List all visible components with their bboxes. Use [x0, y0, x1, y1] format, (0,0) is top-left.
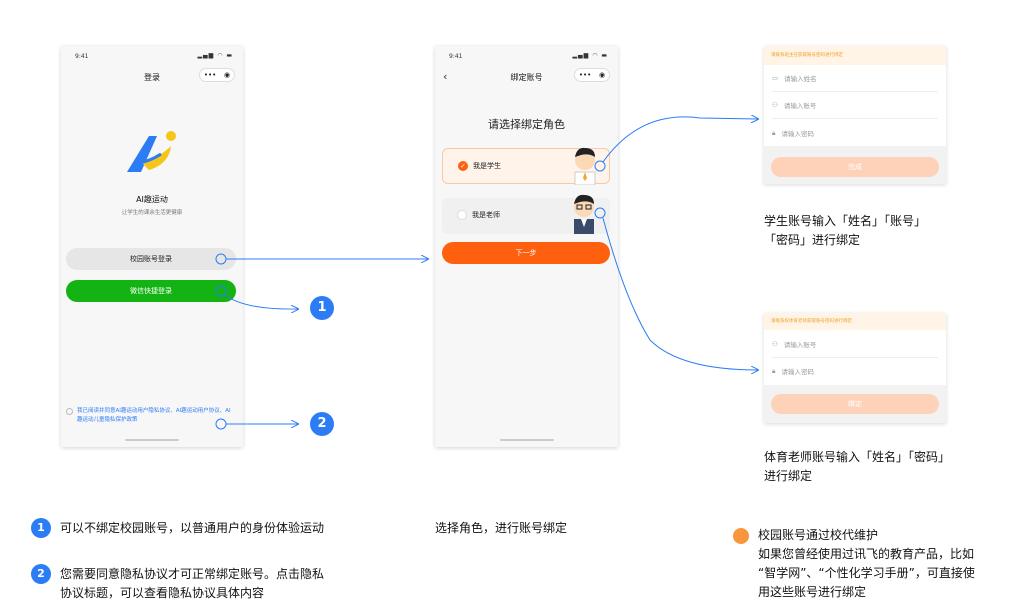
agreement-checkbox[interactable] — [66, 408, 73, 415]
login-phone-screen: 9:41 ▂▄▆ ◠ ▬ 登录 ••• ◉ AI趣运动 让学生的课余生活更健康 … — [61, 46, 243, 447]
home-indicator — [499, 439, 554, 441]
password-field[interactable]: 🔒︎ 请输入密码 — [772, 128, 814, 139]
account-placeholder: 请输入账号 — [783, 102, 817, 110]
role-card-student[interactable]: ✓ 我是学生 — [442, 147, 610, 185]
more-icon[interactable]: ••• — [203, 71, 217, 79]
account-field[interactable]: ⚇ 请输入账号 — [772, 339, 816, 349]
student-form-note-line2: 「密码」进行绑定 — [764, 233, 861, 247]
teacher-form-note-line2: 进行绑定 — [764, 469, 813, 483]
divider — [772, 91, 938, 92]
wechat-login-button[interactable]: 微信快捷登录 — [66, 280, 236, 302]
user-icon: ⚇ — [772, 340, 778, 348]
legend-badge-2: 2 — [31, 564, 51, 584]
student-bind-form: 请联系班主任获取账号密码进行绑定 ▭ 请输入姓名 ⚇ 请输入账号 🔒︎ 请输入密码 完… — [764, 46, 946, 184]
name-placeholder: 请输入姓名 — [784, 75, 817, 83]
password-placeholder: 请输入密码 — [781, 368, 814, 376]
student-avatar-icon — [574, 147, 596, 185]
legend-text-1: 可以不绑定校园账号，以普通用户的身份体验运动 — [60, 521, 325, 535]
step-badge-2: 2 — [310, 412, 334, 436]
connector-student-to-form — [602, 117, 758, 163]
app-name: AI趣运动 — [136, 195, 168, 204]
more-icon[interactable]: ••• — [578, 71, 592, 79]
status-icons: ▂▄▆ ◠ ▬ — [197, 52, 233, 59]
divider — [772, 357, 938, 358]
mini-program-capsule[interactable]: ••• ◉ — [199, 68, 235, 82]
close-icon[interactable]: ◉ — [599, 71, 606, 79]
teacher-form-banner: 请联系校体育老师获取账号密码进行绑定 — [764, 313, 946, 330]
bind-button[interactable]: 绑定 — [771, 394, 939, 414]
user-icon: ⚇ — [772, 101, 778, 109]
finish-button[interactable]: 完成 — [771, 157, 939, 177]
status-icons: ▂▄▆ ◠ ▬ — [572, 52, 608, 59]
privacy-agreement-text[interactable]: 我已阅读并同意AI趣运动用户隐私协议、AI趣运动用户协议、AI趣运动儿童隐私保护… — [77, 408, 231, 423]
id-card-icon: ▭ — [772, 74, 779, 82]
banner-text: 请联系校体育老师获取账号密码进行绑定 — [771, 319, 852, 324]
connector-dot — [594, 207, 606, 219]
status-time: 9:41 — [75, 53, 89, 60]
teacher-form-note-line1: 体育老师账号输入「姓名」「密码」 — [764, 450, 951, 464]
campus-login-button[interactable]: 校园账号登录 — [66, 248, 236, 270]
role-card-teacher[interactable]: 我是老师 — [442, 194, 610, 234]
student-form-note-line1: 学生账号输入「姓名」「账号」 — [764, 214, 927, 228]
account-field[interactable]: ⚇ 请输入账号 — [772, 100, 816, 110]
connector-dot — [594, 160, 606, 172]
connector-dot — [215, 285, 227, 297]
home-indicator — [125, 439, 179, 441]
password-placeholder: 请输入密码 — [781, 130, 814, 138]
name-field[interactable]: ▭ 请输入姓名 — [772, 73, 817, 83]
connector-dot — [215, 418, 227, 430]
app-slogan: 让学生的课余生活更健康 — [121, 210, 183, 216]
role-heading: 请选择绑定角色 — [488, 118, 565, 131]
password-field[interactable]: 🔒︎ 请输入密码 — [772, 366, 814, 377]
legend-text-2b: 协议标题，可以查看隐私协议具体内容 — [60, 586, 265, 600]
unselected-radio-icon — [457, 210, 467, 220]
right-note-body1: 如果您曾经使用过讯飞的教育产品，比如 — [758, 547, 975, 561]
student-form-banner: 请联系班主任获取账号密码进行绑定 — [764, 46, 946, 65]
teacher-avatar-icon — [574, 194, 594, 234]
orange-dot-marker — [733, 528, 749, 544]
middle-caption: 选择角色，进行账号绑定 — [435, 521, 568, 535]
right-note-body3: 用这些账号进行绑定 — [758, 585, 867, 599]
role-student-label: 我是学生 — [473, 162, 501, 170]
bind-account-phone-screen: 9:41 ▂▄▆ ◠ ▬ ‹ 绑定账号 ••• ◉ 请选择绑定角色 ✓ 我是学生… — [435, 46, 618, 447]
connector-dot — [215, 253, 227, 265]
role-teacher-label: 我是老师 — [472, 211, 500, 219]
legend-badge-1: 1 — [31, 518, 51, 538]
divider — [772, 118, 938, 119]
selected-check-icon: ✓ — [458, 161, 468, 171]
teacher-bind-form: 请联系校体育老师获取账号密码进行绑定 ⚇ 请输入账号 🔒︎ 请输入密码 绑定 — [764, 313, 946, 423]
right-note-body2: “智学网”、“个性化学习手册”，可直接使 — [758, 566, 975, 580]
back-arrow-icon[interactable]: ‹ — [443, 70, 448, 83]
connector-teacher-to-form — [602, 217, 758, 370]
legend-text-2a: 您需要同意隐私协议才可正常绑定账号。点击隐私 — [60, 567, 325, 581]
page-title: 绑定账号 — [510, 73, 543, 82]
page-title: 登录 — [144, 73, 160, 82]
lock-icon: 🔒︎ — [772, 366, 776, 375]
banner-text: 请联系班主任获取账号密码进行绑定 — [771, 53, 843, 58]
next-step-button[interactable]: 下一步 — [442, 242, 610, 264]
close-icon[interactable]: ◉ — [224, 71, 231, 79]
status-time: 9:41 — [449, 53, 463, 60]
connector-wechat-to-note1 — [224, 294, 298, 309]
app-logo — [127, 131, 176, 172]
mini-program-capsule[interactable]: ••• ◉ — [574, 68, 610, 82]
right-note-title: 校园账号通过校代维护 — [758, 528, 879, 542]
account-placeholder: 请输入账号 — [783, 341, 817, 349]
lock-icon: 🔒︎ — [772, 128, 776, 137]
step-badge-1: 1 — [310, 296, 334, 320]
